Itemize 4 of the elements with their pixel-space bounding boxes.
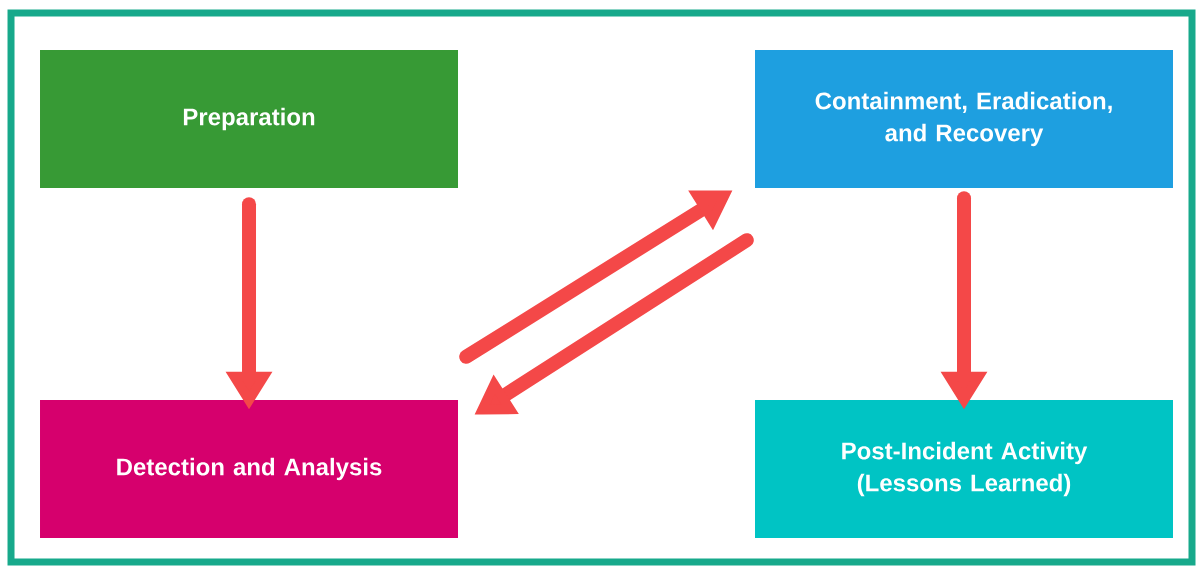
process-box: Post-Incident Activity (Lessons Learned) [755,400,1173,538]
process-box: Containment, Eradication, and Recovery [755,50,1173,188]
process-box: Detection and Analysis [40,400,458,538]
process-box: Preparation [40,50,458,188]
